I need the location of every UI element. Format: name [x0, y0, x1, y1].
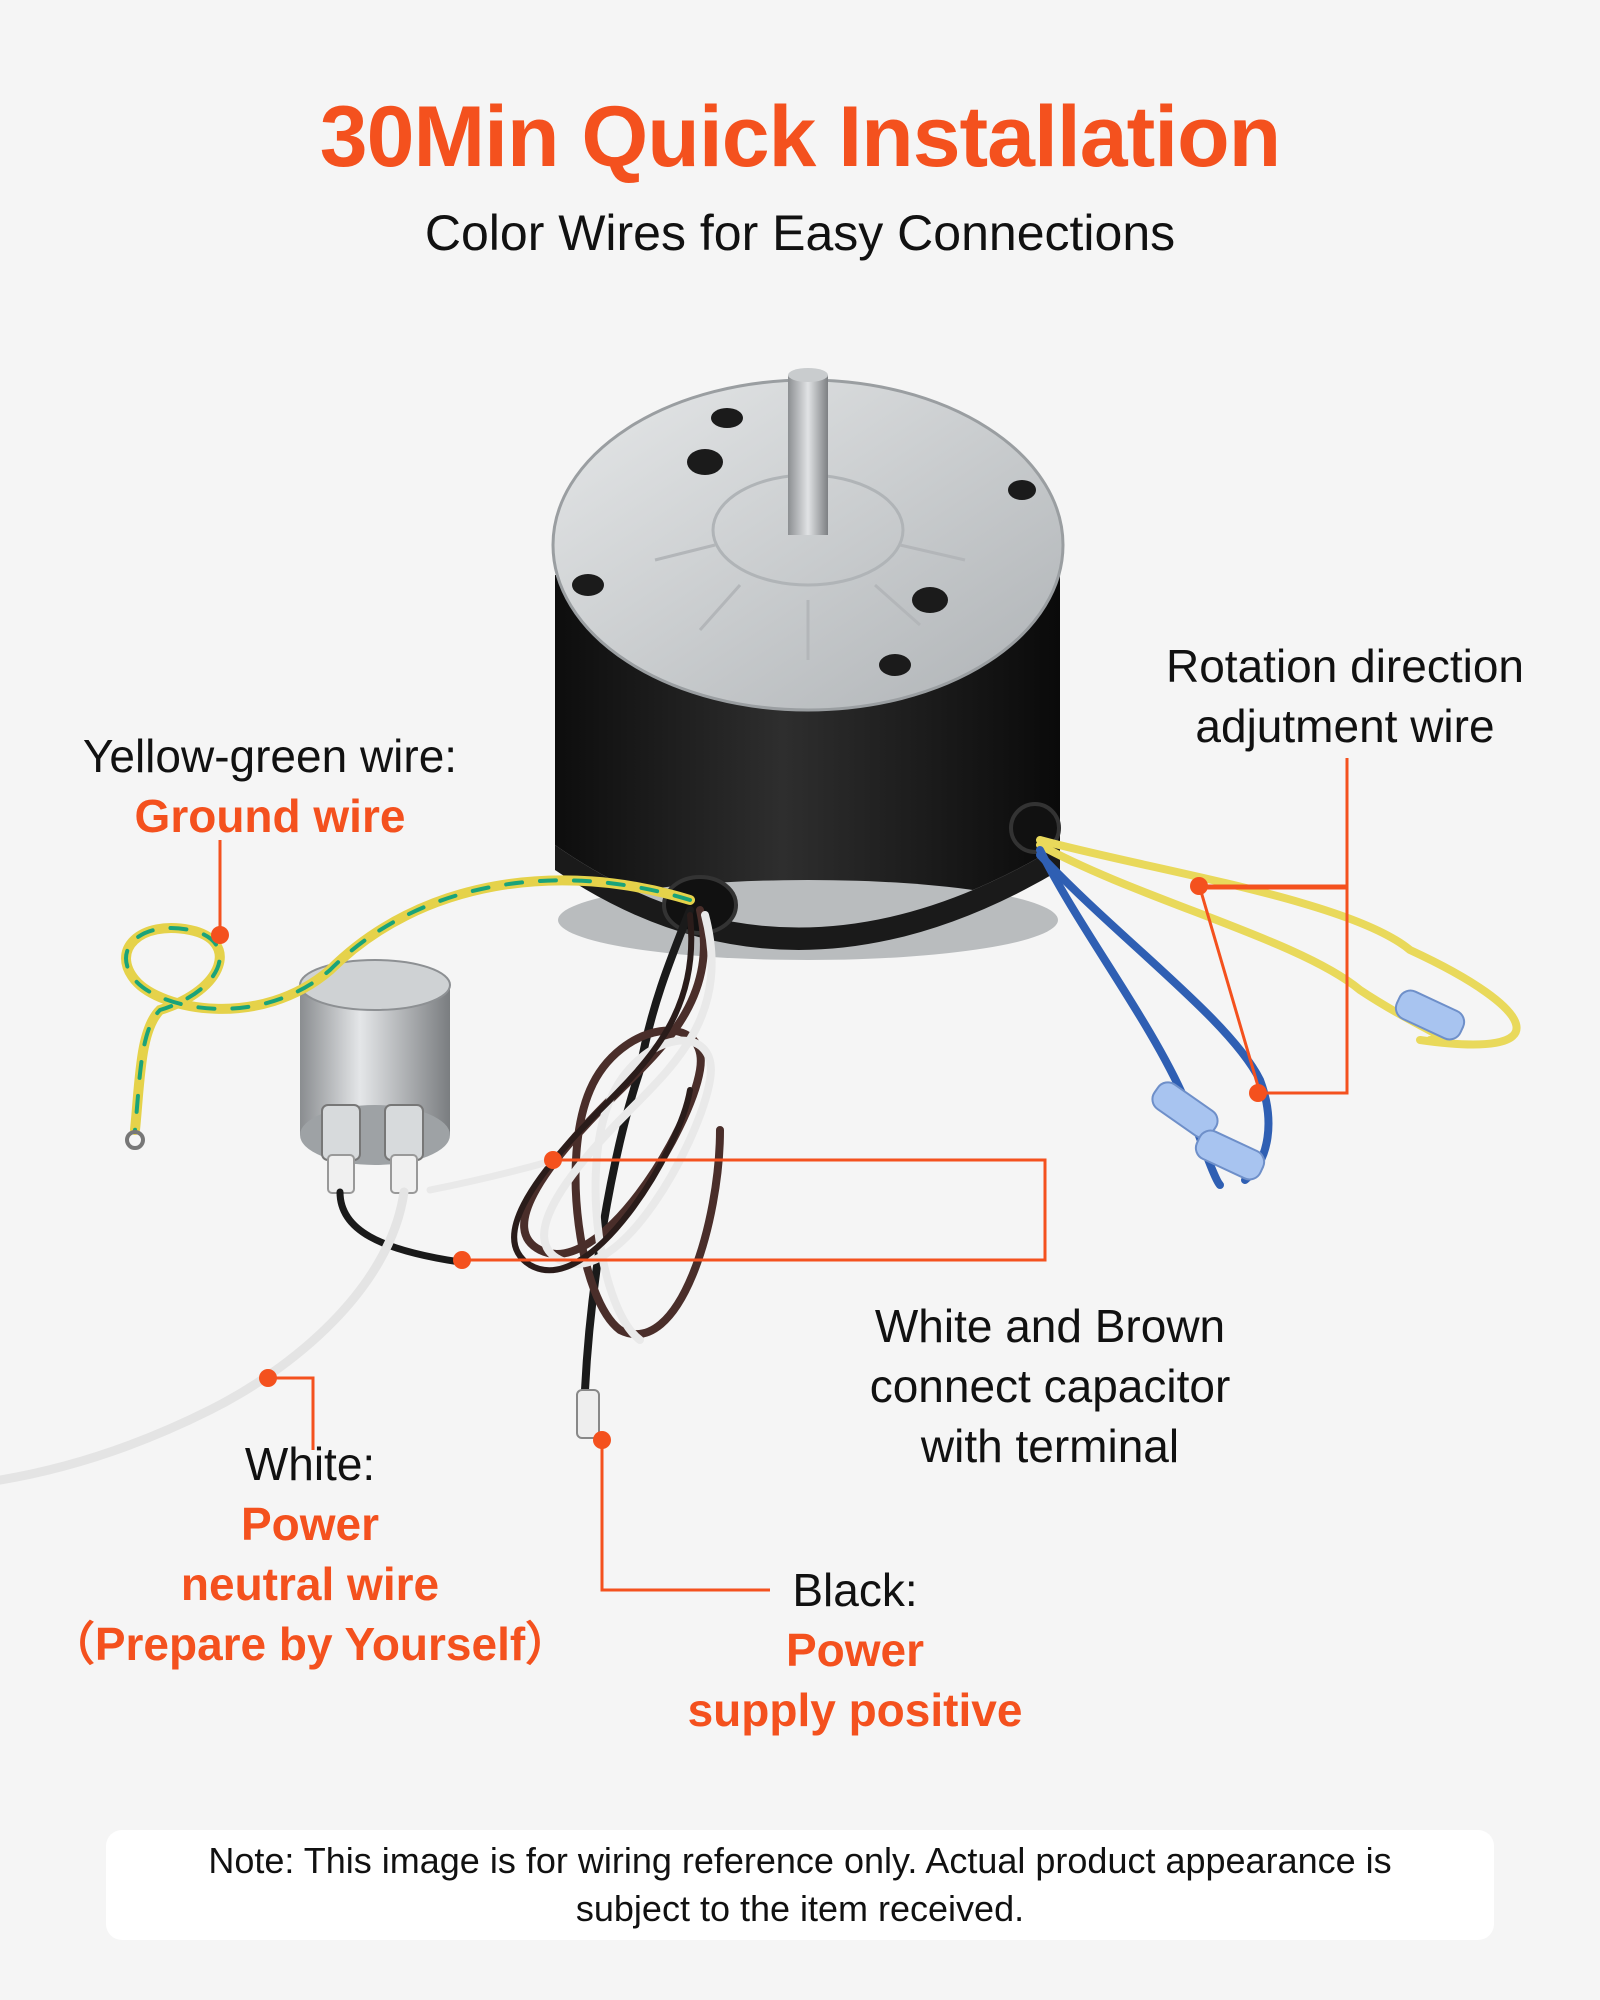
reference-note: Note: This image is for wiring reference… [106, 1830, 1494, 1940]
white-neutral-wire [0, 1187, 409, 1485]
label-white-role3: （Prepare by Yourself） [48, 1618, 572, 1670]
page-subtitle: Color Wires for Easy Connections [424, 205, 1176, 261]
mounting-studs [572, 408, 1036, 676]
callout-lines [218, 758, 1349, 1592]
label-white-brown-line2: connect capacitor [869, 1360, 1231, 1412]
label-rotation-line1: Rotation direction [1166, 640, 1524, 692]
page-title: 30Min Quick Installation [319, 89, 1281, 185]
callout-dots [211, 877, 1267, 1449]
label-black-role2: supply positive [687, 1684, 1023, 1736]
label-rotation-wire: Rotation direction adjutment wire [1130, 636, 1560, 756]
label-white-brown: White and Brown connect capacitor with t… [810, 1296, 1290, 1476]
label-white-brown-line1: White and Brown [874, 1300, 1226, 1352]
label-white-wire: White: Power neutral wire （Prepare by Yo… [30, 1434, 590, 1674]
label-ground-name: Yellow-green wire: [82, 730, 458, 782]
ground-ring-terminal [125, 1130, 145, 1150]
label-rotation-line2: adjutment wire [1195, 700, 1495, 752]
label-white-name: White: [244, 1438, 376, 1490]
label-black-role1: Power [785, 1624, 925, 1676]
label-black-name: Black: [792, 1564, 918, 1616]
label-black-wire: Black: Power supply positive [655, 1560, 1055, 1740]
label-white-role2: neutral wire [180, 1558, 440, 1610]
label-white-brown-line3: with terminal [920, 1420, 1180, 1472]
ground-wire-stripe [124, 878, 692, 1132]
reference-note-text: Note: This image is for wiring reference… [208, 1840, 1392, 1929]
label-white-role1: Power [240, 1498, 380, 1550]
capacitor [299, 959, 451, 1194]
motor [551, 368, 1065, 960]
motor-shaft [788, 375, 828, 535]
label-ground-wire: Yellow-green wire: Ground wire [20, 726, 520, 846]
black-supply-wire [581, 906, 694, 1394]
label-ground-role: Ground wire [134, 790, 406, 842]
wires [0, 836, 1521, 1485]
